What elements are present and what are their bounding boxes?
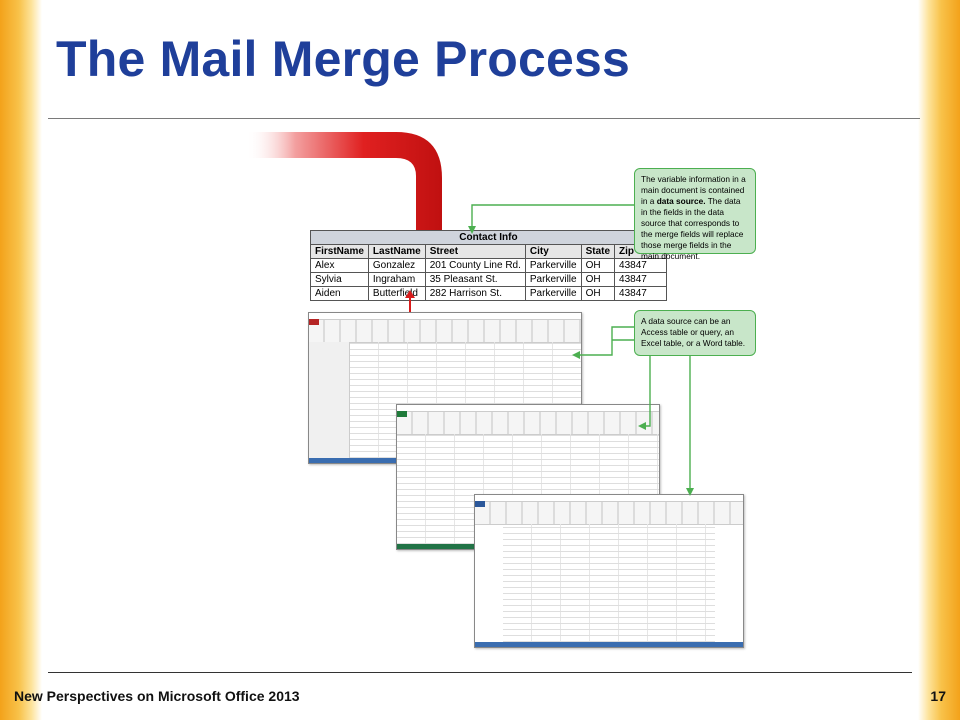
access-file-tab (309, 319, 319, 325)
table-cell: OH (580, 258, 616, 273)
table-cell: Aiden (310, 286, 369, 301)
table-cell: 43847 (614, 286, 667, 301)
callout-text: The data in the fields in the data sourc… (641, 196, 744, 261)
access-ribbon (309, 320, 581, 343)
footer-divider (48, 672, 912, 673)
right-accent-bar (918, 0, 960, 720)
footer-text: New Perspectives on Microsoft Office 201… (14, 688, 300, 704)
pipe-graphic (246, 132, 442, 232)
page-number: 17 (930, 688, 946, 704)
access-navigation-pane (309, 342, 350, 463)
table-cell: Parkerville (524, 258, 582, 273)
table-row: Aiden Butterfield 282 Harrison St. Parke… (310, 286, 667, 301)
column-header: Street (424, 244, 526, 259)
word-file-tab (475, 501, 485, 507)
table-cell: 43847 (614, 272, 667, 287)
left-accent-bar (0, 0, 42, 720)
table-cell: Gonzalez (367, 258, 426, 273)
data-source-explanation-callout: The variable information in a main docum… (634, 168, 756, 261)
table-caption: Contact Info (310, 230, 667, 245)
table-cell: Alex (310, 258, 369, 273)
table-row: Sylvia Ingraham 35 Pleasant St. Parkervi… (310, 272, 667, 287)
title-divider (48, 118, 920, 119)
column-header: LastName (367, 244, 426, 259)
data-source-types-callout: A data source can be an Access table or … (634, 310, 756, 356)
excel-file-tab (397, 411, 407, 417)
column-header: FirstName (310, 244, 369, 259)
word-ribbon (475, 502, 743, 525)
table-cell: Butterfield (367, 286, 426, 301)
up-arrow-icon (405, 290, 415, 314)
table-cell: Ingraham (367, 272, 426, 287)
word-table (503, 524, 715, 647)
column-header: State (580, 244, 616, 259)
table-cell: Sylvia (310, 272, 369, 287)
callout-text: The variable information in a main docum… (641, 174, 746, 206)
callout-bold-term: data source. (656, 196, 706, 206)
contact-info-table: Contact Info FirstName LastName Street C… (310, 230, 667, 301)
column-header: City (524, 244, 582, 259)
table-cell: OH (580, 286, 616, 301)
table-cell: Parkerville (524, 286, 582, 301)
word-window-screenshot (474, 494, 744, 648)
word-status-bar (475, 642, 743, 647)
table-cell: 35 Pleasant St. (424, 272, 526, 287)
table-cell: 201 County Line Rd. (424, 258, 526, 273)
excel-ribbon (397, 412, 659, 435)
slide-title: The Mail Merge Process (56, 31, 631, 87)
table-cell: OH (580, 272, 616, 287)
table-cell: 282 Harrison St. (424, 286, 526, 301)
table-row: Alex Gonzalez 201 County Line Rd. Parker… (310, 258, 667, 273)
table-cell: Parkerville (524, 272, 582, 287)
